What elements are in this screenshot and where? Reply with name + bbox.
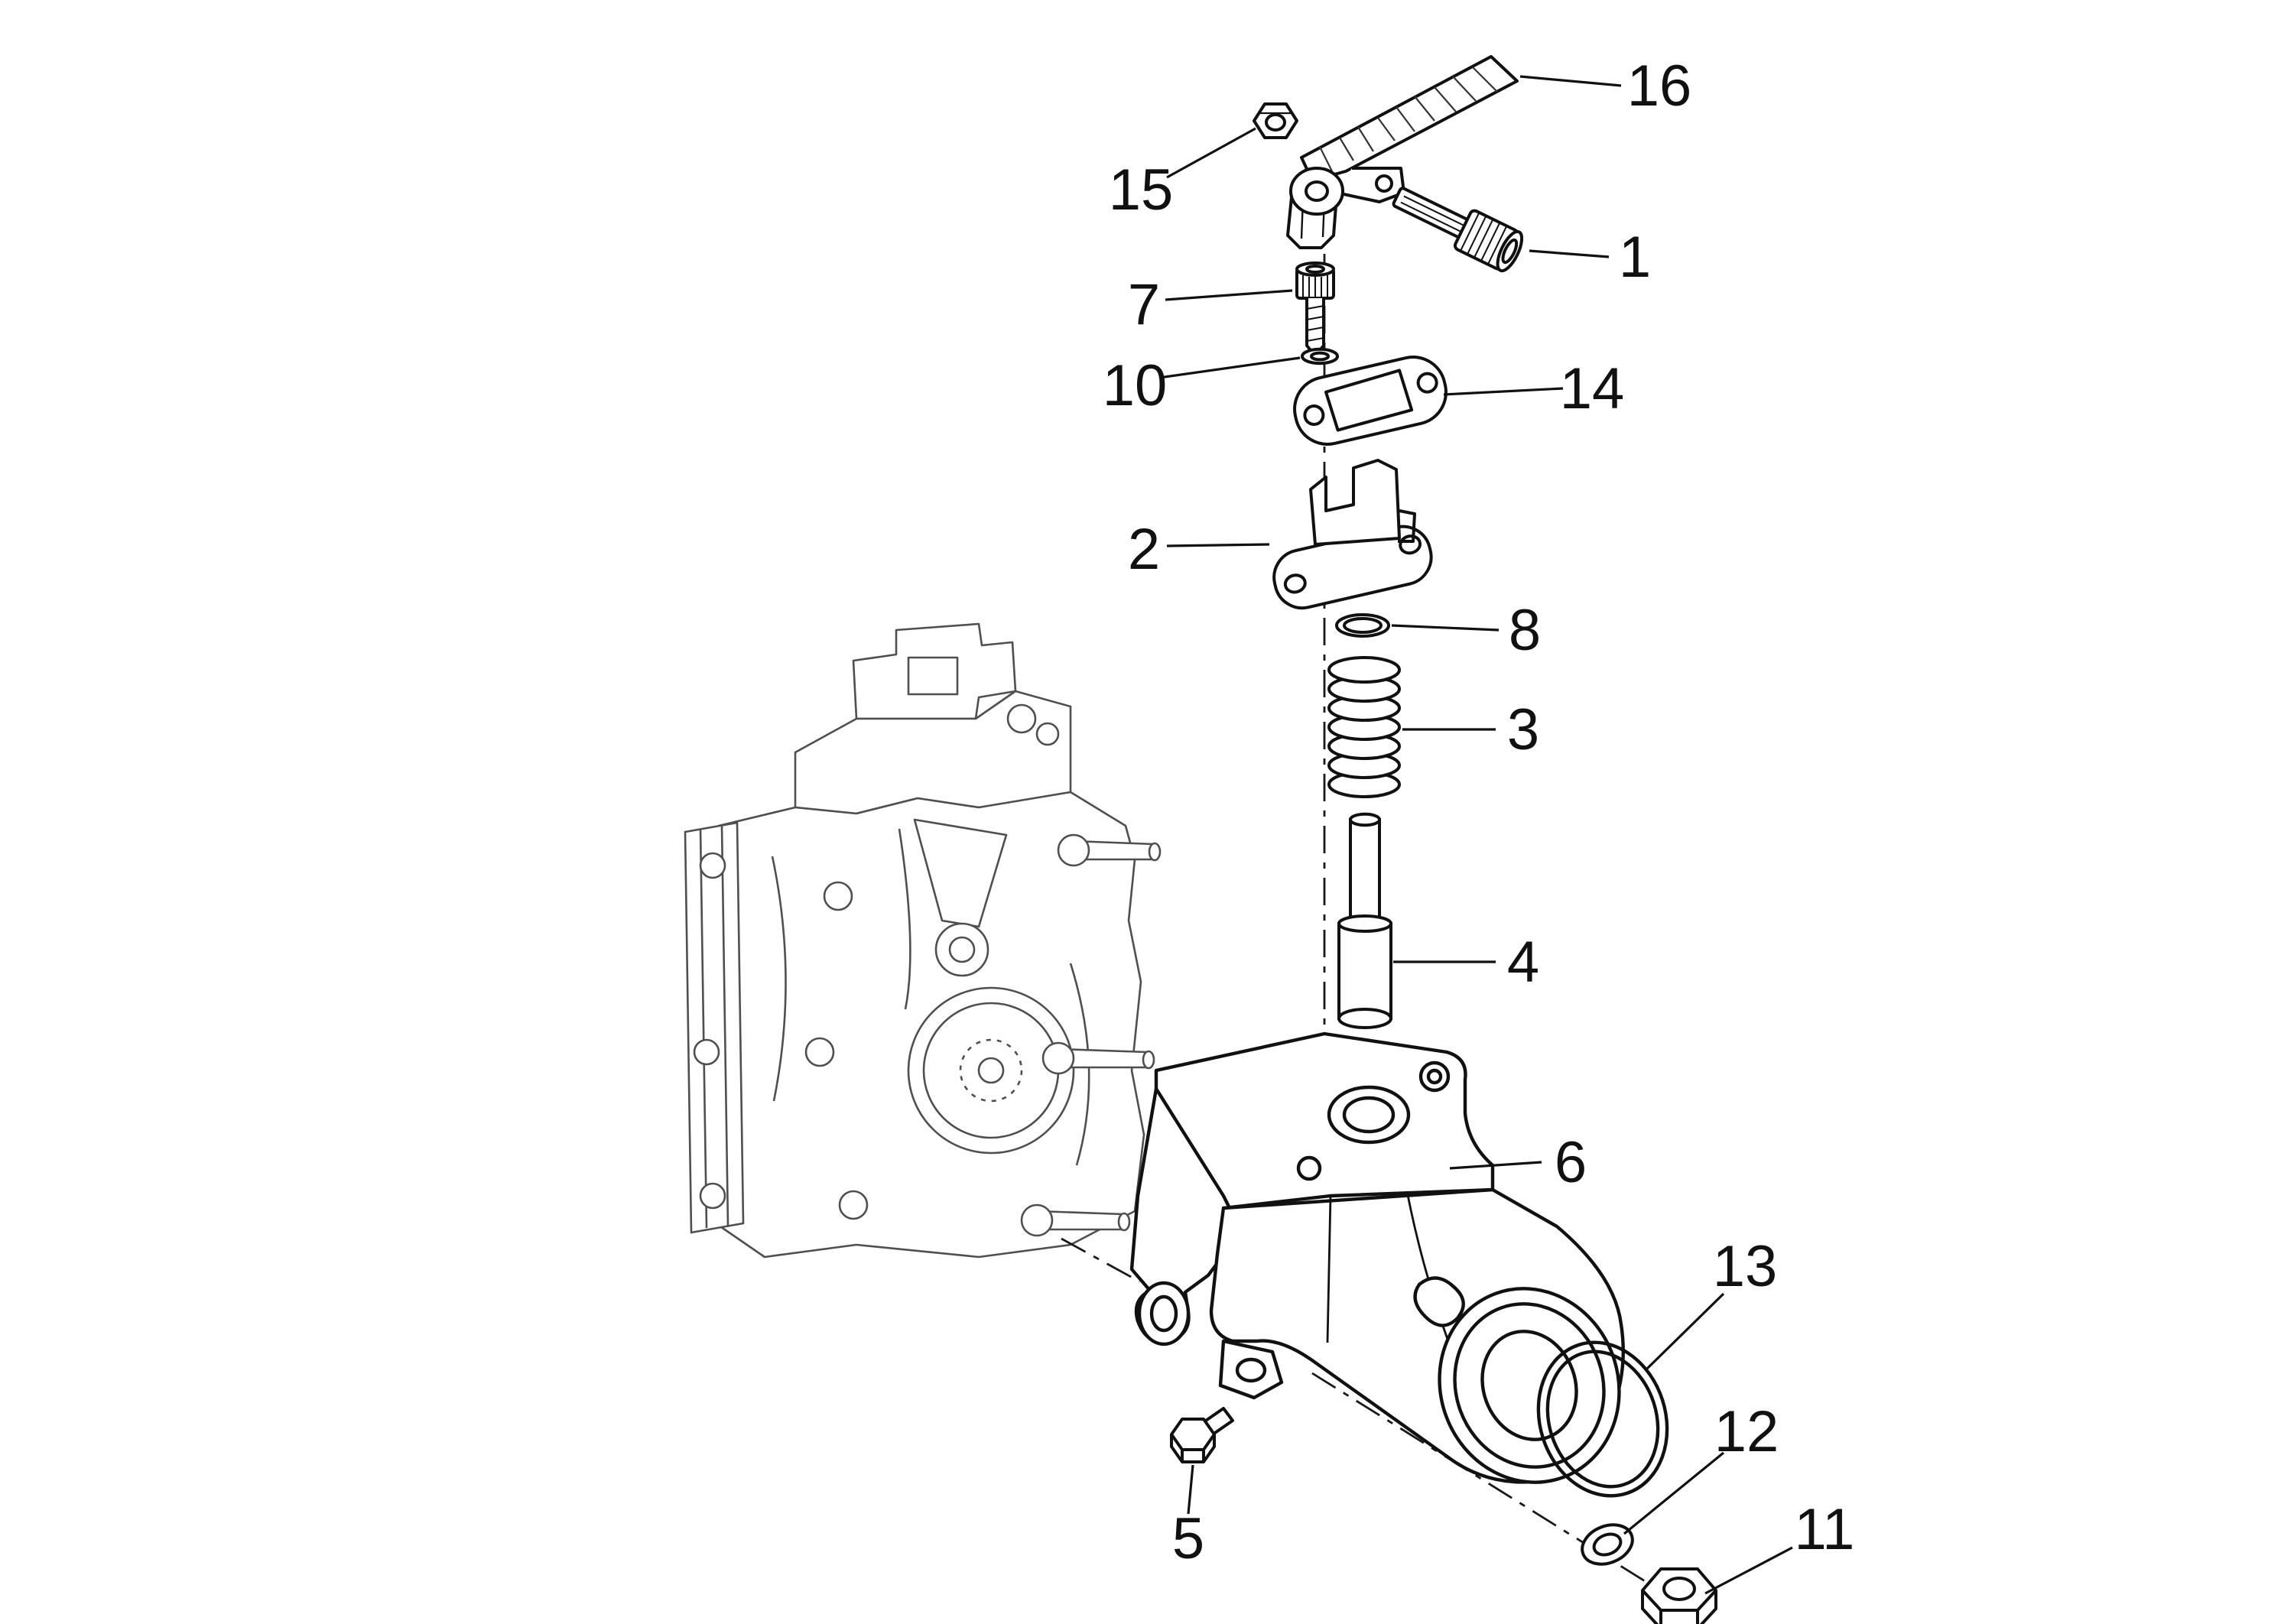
callout-label-2: 2 [1128,517,1160,582]
leader-line-15 [1166,127,1256,179]
part-4-plunger [1337,812,1392,1029]
callout-label-4: 4 [1507,930,1539,995]
centerlines [1061,150,1668,1596]
part-3-spring [1327,656,1401,798]
callout-labels: 16 15 1 7 10 14 2 8 3 4 6 13 12 11 5 [1103,54,1855,1571]
leader-lines [1158,75,1793,1595]
leader-line-2 [1166,543,1270,547]
leader-line-16 [1519,75,1622,87]
part-12-washer [1581,1523,1634,1566]
leader-line-11 [1704,1546,1793,1595]
engine-assembly [684,622,1162,1259]
part-5-plug [1170,1407,1234,1463]
part-6-housing [1129,1031,1625,1484]
callout-label-11: 11 [1795,1497,1855,1562]
part-2-guide-bracket [1272,459,1433,610]
callout-label-15: 15 [1109,158,1174,222]
leader-line-13 [1646,1292,1725,1370]
callout-label-16: 16 [1627,54,1692,119]
callout-label-5: 5 [1172,1506,1204,1571]
callout-label-8: 8 [1509,598,1541,663]
callout-label-14: 14 [1560,356,1625,421]
part-11-nut [1641,1567,1717,1624]
callout-label-10: 10 [1103,353,1168,418]
callout-label-12: 12 [1714,1399,1779,1464]
leader-line-5 [1187,1464,1194,1515]
leader-line-8 [1391,624,1500,632]
part-14-gasket [1293,356,1448,446]
callout-label-6: 6 [1555,1130,1587,1195]
part-16-lever [1286,55,1519,249]
part-1-bolt [1392,187,1524,273]
callout-label-13: 13 [1713,1234,1778,1299]
callout-label-1: 1 [1619,225,1651,290]
part-13-o-ring [1536,1340,1669,1498]
part-7-screw [1295,261,1335,352]
leader-line-10 [1158,356,1301,379]
callout-label-3: 3 [1507,697,1539,762]
callout-label-7: 7 [1128,272,1160,337]
part-15-nut [1253,102,1298,139]
leader-line-6 [1449,1161,1542,1170]
centerline-connector [1061,1237,1140,1283]
leader-line-12 [1623,1451,1725,1535]
centerline-diagonal [1311,1372,1668,1596]
leader-line-7 [1165,289,1293,301]
leader-line-14 [1443,387,1564,396]
part-10-washer [1301,347,1339,365]
part-8-o-ring [1335,613,1390,638]
leader-line-1 [1529,249,1610,258]
